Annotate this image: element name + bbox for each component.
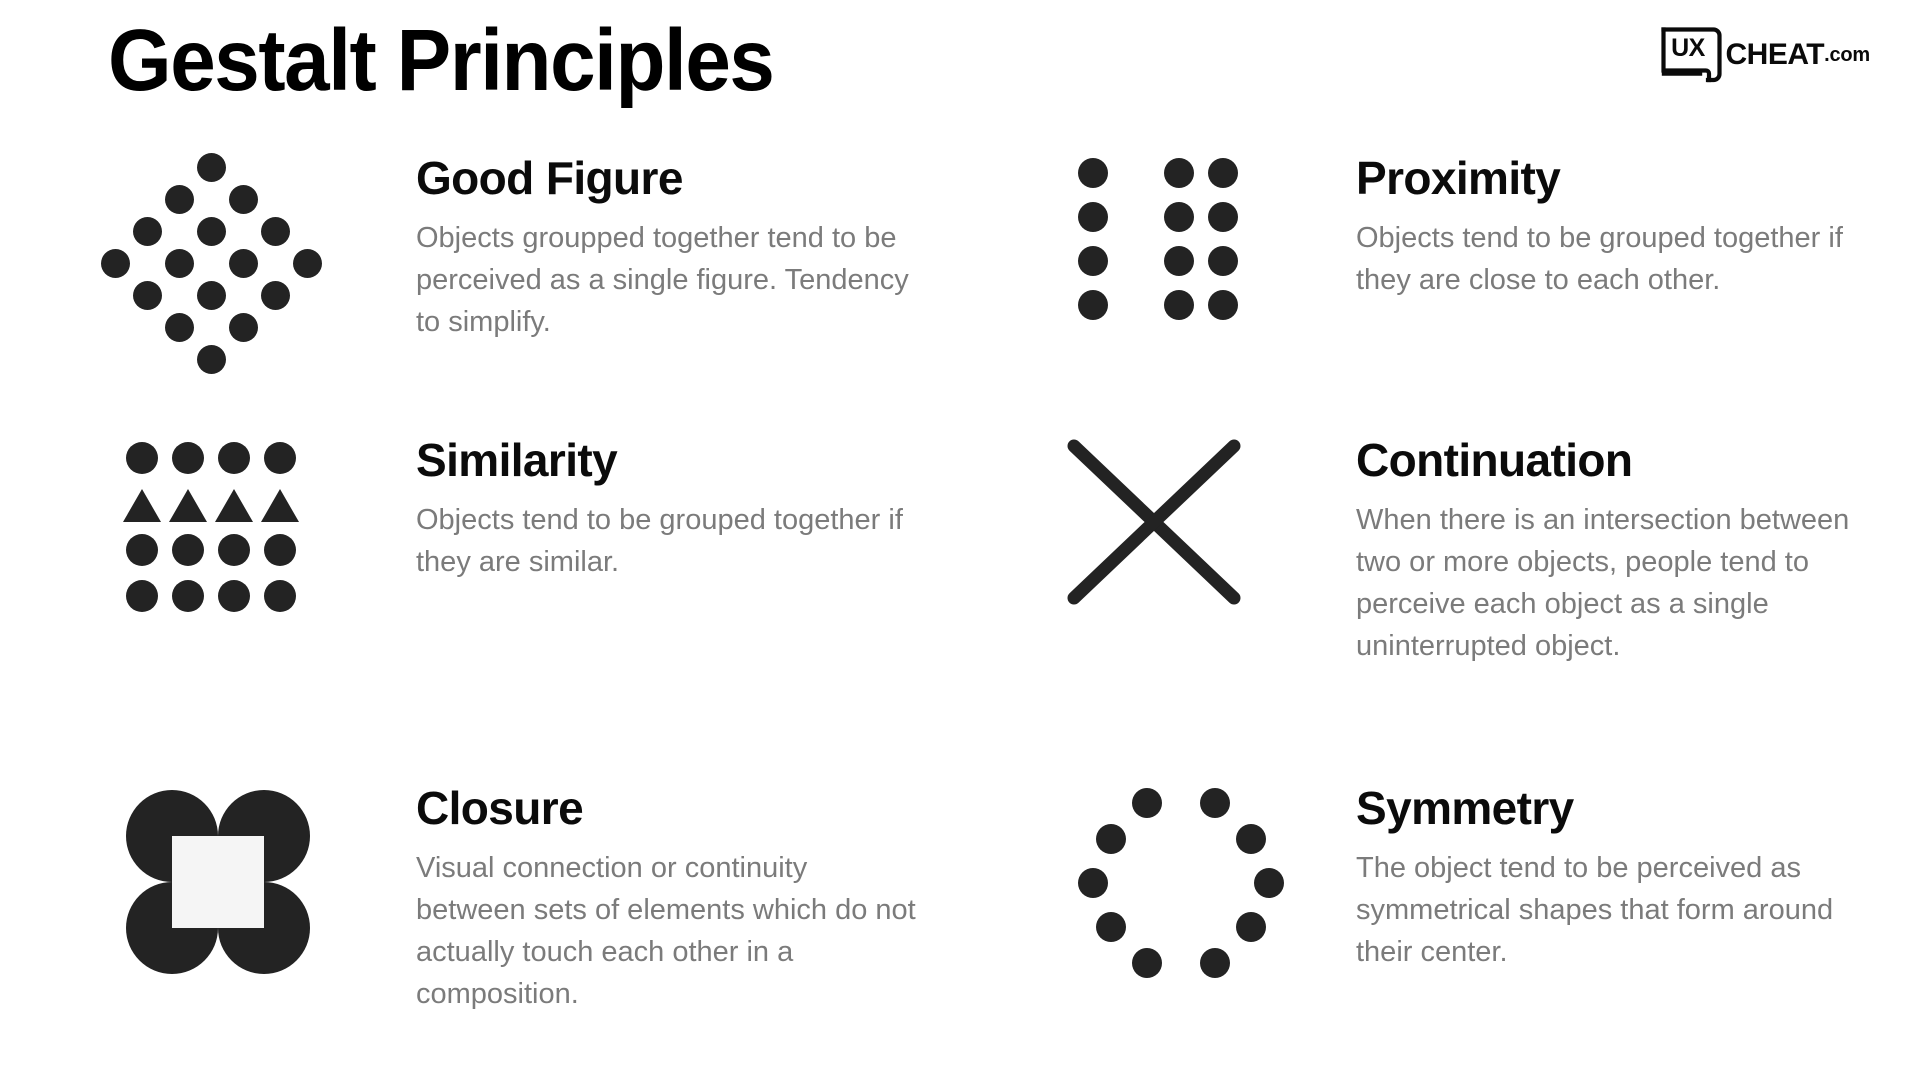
principle-description: The object tend to be perceived as symme… (1356, 851, 1834, 968)
principle-title: Continuation (1356, 434, 1633, 486)
logo-word-cheat: CHEAT (1725, 38, 1825, 71)
principle-card-closure: Closure Visual connection or continuity … (100, 780, 940, 1015)
mirrored-dot-arcs-icon (1060, 780, 1310, 1010)
kanizsa-square-icon (100, 780, 350, 1010)
dot-triangle-grid-icon (100, 432, 350, 662)
principle-card-good-figure: Good Figure Objects groupped together te… (100, 150, 940, 380)
uxcheat-logo[interactable]: UX CHEAT .com (1660, 24, 1870, 86)
principle-description: Objects groupped together tend to be per… (416, 221, 909, 338)
principle-title: Similarity (416, 434, 618, 486)
principle-description: Objects tend to be grouped together if t… (1356, 221, 1843, 296)
principle-card-proximity: Proximity Objects tend to be grouped tog… (1060, 150, 1900, 380)
principles-grid: Good Figure Objects groupped together te… (0, 150, 1920, 1080)
logo-ux-text: UX (1671, 33, 1705, 62)
principle-body: Symmetry The object tend to be perceived… (1310, 780, 1900, 973)
header: Gestalt Principles UX CHEAT .com (0, 0, 1920, 140)
principle-card-symmetry: Symmetry The object tend to be perceived… (1060, 780, 1900, 1010)
principle-body: Proximity Objects tend to be grouped tog… (1310, 150, 1900, 301)
principle-title: Closure (416, 782, 584, 834)
page-title: Gestalt Principles (108, 12, 775, 109)
principle-body: Continuation When there is an intersecti… (1310, 432, 1900, 667)
principle-card-continuation: Continuation When there is an intersecti… (1060, 432, 1900, 667)
principle-description: Objects tend to be grouped together if t… (416, 503, 903, 578)
principle-title: Symmetry (1356, 782, 1574, 834)
crossing-lines-x-icon (1060, 432, 1310, 662)
illusory-square (172, 836, 264, 928)
principle-title: Proximity (1356, 152, 1561, 204)
grouped-dot-columns-icon (1060, 150, 1310, 380)
principle-card-similarity: Similarity Objects tend to be grouped to… (100, 432, 940, 662)
principle-body: Closure Visual connection or continuity … (350, 780, 940, 1015)
principle-body: Similarity Objects tend to be grouped to… (350, 432, 940, 583)
principle-description: Visual connection or continuity between … (416, 851, 916, 1010)
principle-description: When there is an intersection between tw… (1356, 503, 1850, 662)
principle-body: Good Figure Objects groupped together te… (350, 150, 940, 343)
principle-title: Good Figure (416, 152, 683, 204)
logo-mark-icon: UX (1660, 26, 1723, 84)
logo-tld: .com (1824, 44, 1870, 66)
diamond-dot-lattice-icon (100, 150, 350, 380)
